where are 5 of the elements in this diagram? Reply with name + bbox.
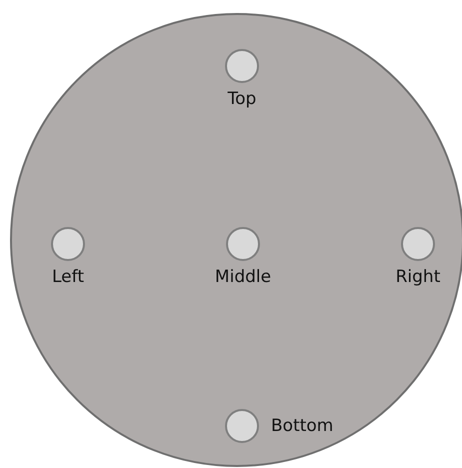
- position-label: Middle: [214, 267, 272, 287]
- position-label: Right: [396, 267, 440, 287]
- position-label: Left: [52, 267, 84, 287]
- position-label: Bottom: [271, 416, 334, 436]
- position-label: Top: [228, 89, 256, 109]
